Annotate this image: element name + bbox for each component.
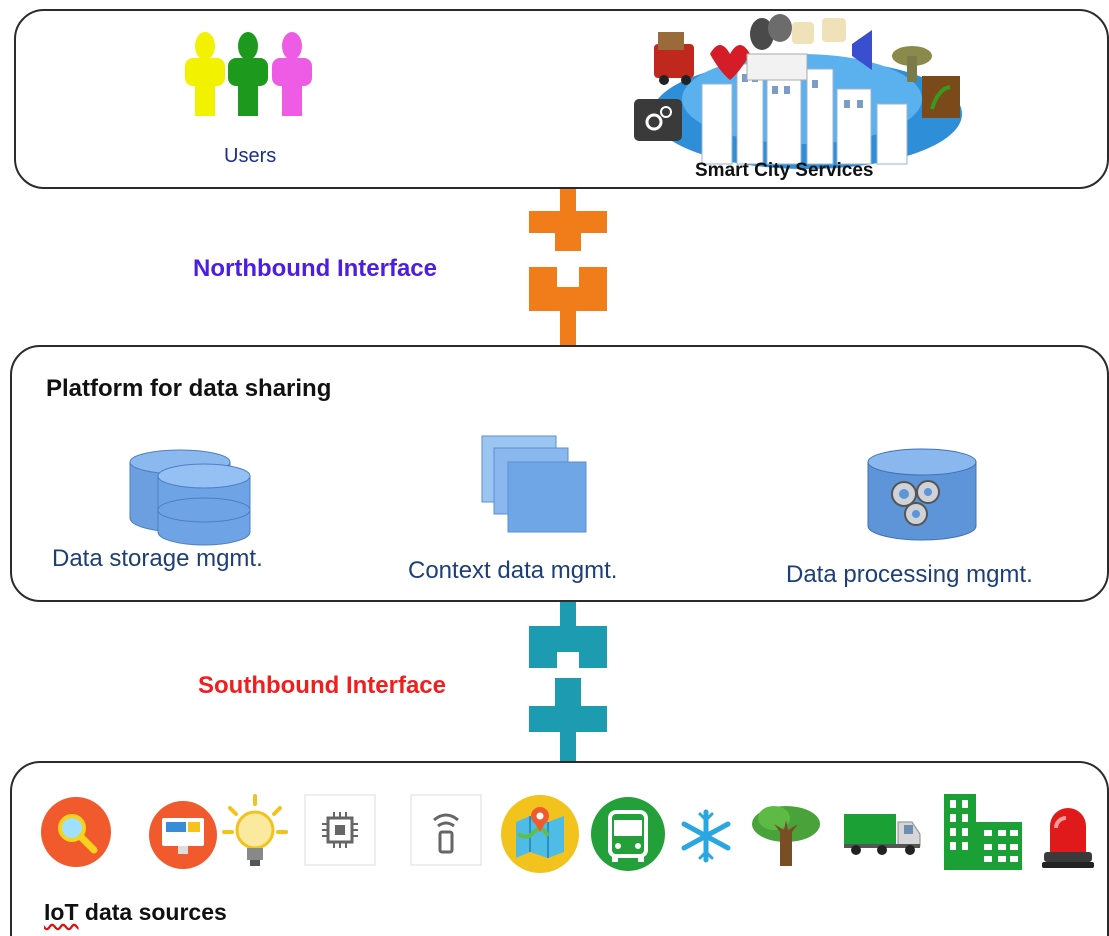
- buildings-icon: [944, 794, 1022, 870]
- database-stack-icon: [129, 449, 251, 546]
- lightbulb-icon: [222, 794, 288, 866]
- siren-icon: [1042, 808, 1094, 868]
- chip-icon: [304, 794, 376, 866]
- stacked-documents-icon: [481, 435, 587, 533]
- tree-icon: [752, 806, 820, 866]
- iot-title-suffix: data sources: [78, 899, 227, 925]
- northbound-interface-label: Northbound Interface: [193, 255, 437, 282]
- smart-city-services-label: Smart City Services: [695, 160, 874, 181]
- users-icon: [185, 32, 312, 116]
- data-processing-label: Data processing mgmt.: [786, 561, 1033, 588]
- users-label: Users: [224, 145, 277, 167]
- iot-title: IoT data sources: [44, 899, 227, 926]
- monitor-icon: [149, 801, 217, 869]
- southbound-interface-label: Southbound Interface: [198, 672, 446, 699]
- bus-icon: [591, 797, 665, 871]
- database-gears-icon: [867, 448, 977, 541]
- snowflake-icon: [681, 809, 731, 863]
- platform-title: Platform for data sharing: [46, 375, 332, 402]
- remote-sensor-icon: [410, 794, 482, 866]
- context-data-label: Context data mgmt.: [408, 557, 618, 584]
- northbound-connector: [529, 189, 607, 345]
- map-pin-icon: [501, 795, 579, 873]
- iot-title-prefix: IoT: [44, 899, 79, 925]
- search-icon: [41, 797, 111, 867]
- truck-icon: [844, 814, 921, 855]
- southbound-connector: [529, 602, 607, 761]
- smart-city-icon: [634, 14, 962, 169]
- data-storage-label: Data storage mgmt.: [52, 545, 263, 572]
